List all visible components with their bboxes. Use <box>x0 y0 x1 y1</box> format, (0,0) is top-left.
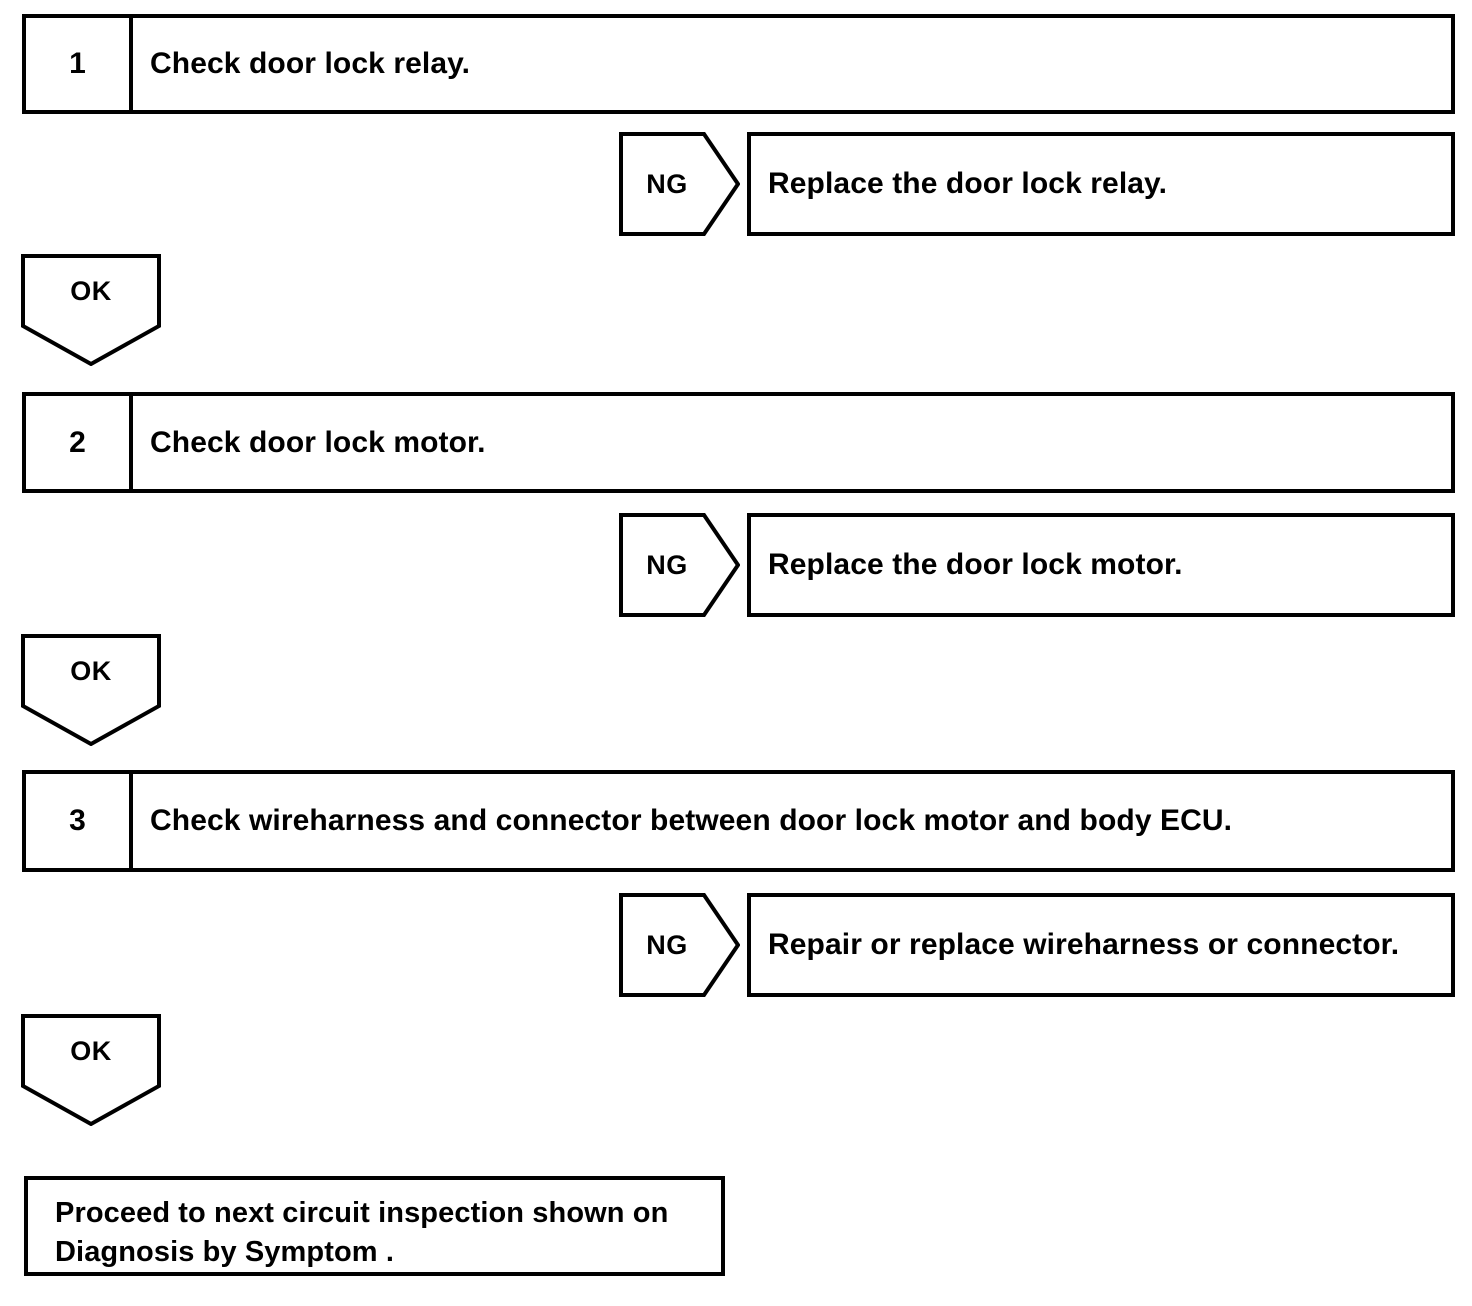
ng-action-box-2[interactable]: Replace the door lock motor. <box>747 513 1455 617</box>
ok-arrow-1: OK <box>21 254 161 366</box>
ok-arrow-2: OK <box>21 634 161 746</box>
ng-arrow-2: NG <box>619 513 740 617</box>
ng-arrow-1: NG <box>619 132 740 236</box>
ok-arrow-3: OK <box>21 1014 161 1126</box>
final-line-1: Proceed to next circuit inspection shown… <box>55 1197 669 1229</box>
step-instruction-1: Check door lock relay. <box>150 47 471 80</box>
step-instruction-2: Check door lock motor. <box>150 425 486 459</box>
step-box-1[interactable]: 1 Check door lock relay. <box>22 14 1455 114</box>
step-number-2: 2 <box>26 396 133 489</box>
step-instruction-3: Check wireharness and connector between … <box>150 804 1233 837</box>
step-box-3[interactable]: 3 Check wireharness and connector betwee… <box>22 770 1455 872</box>
ng-arrow-3: NG <box>619 893 740 997</box>
ng-action-box-1[interactable]: Replace the door lock relay. <box>747 132 1455 236</box>
ng-action-box-3[interactable]: Repair or replace wireharness or connect… <box>747 893 1455 997</box>
step-number-1: 1 <box>26 18 133 110</box>
final-outcome-box[interactable]: Proceed to next circuit inspection shown… <box>24 1176 725 1276</box>
step-number-3: 3 <box>26 774 133 868</box>
step-box-2[interactable]: 2 Check door lock motor. <box>22 392 1455 493</box>
final-line-2: Diagnosis by Symptom . <box>55 1235 394 1268</box>
